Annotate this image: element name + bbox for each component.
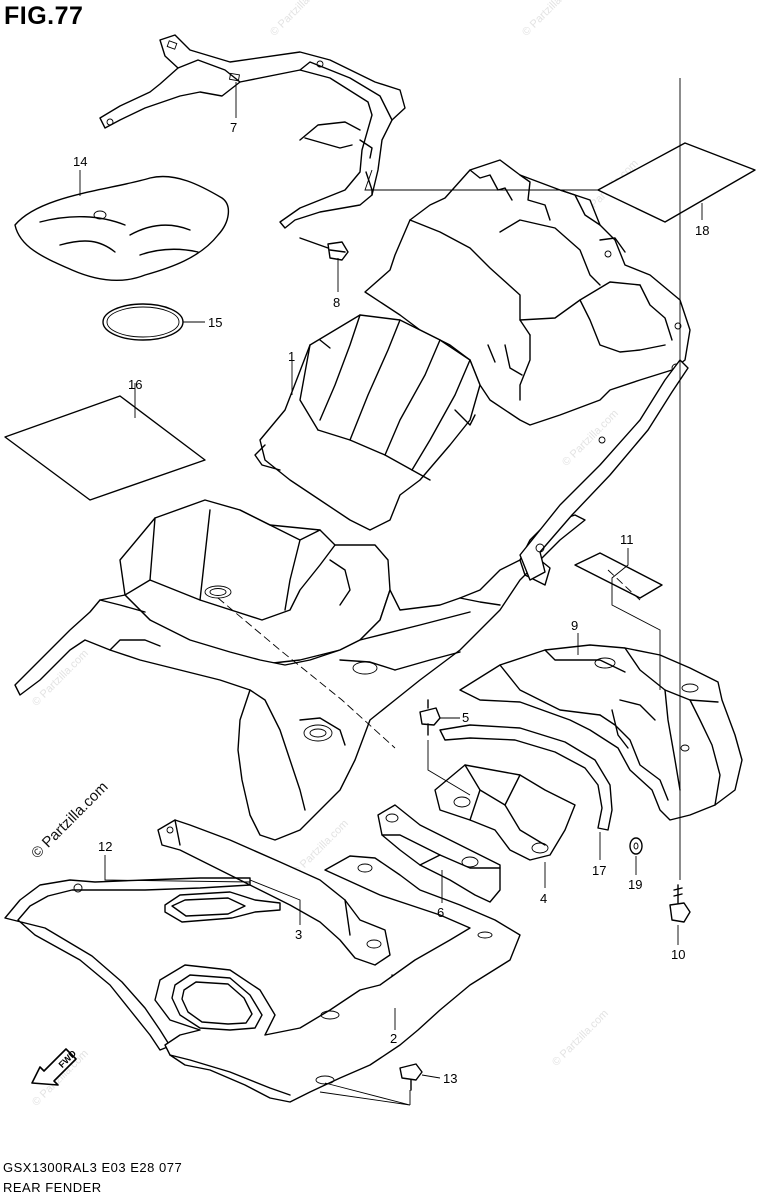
- seat-pad-part-14: [14, 175, 229, 282]
- bolt-part-8: [299, 237, 349, 261]
- fender-side-stay: [519, 359, 689, 581]
- figure-title: FIG.77: [4, 2, 84, 30]
- bracket-part-4: [434, 764, 576, 861]
- callout-18[interactable]: 18: [695, 223, 710, 238]
- screw-part-13: [399, 1063, 423, 1091]
- callout-3[interactable]: 3: [295, 927, 303, 942]
- leader-lines: [79, 78, 703, 1106]
- strip-part-17: [439, 724, 613, 831]
- callout-17[interactable]: 17: [592, 863, 607, 878]
- callout-8[interactable]: 8: [333, 295, 341, 310]
- o-ring-part-15: [102, 303, 184, 341]
- callout-7[interactable]: 7: [230, 120, 238, 135]
- callout-9[interactable]: 9: [571, 618, 579, 633]
- callout-12[interactable]: 12: [98, 839, 113, 854]
- bolt-part-10: [669, 884, 691, 923]
- sheet-part-18: [597, 142, 756, 223]
- pad-part-11: [574, 552, 663, 599]
- callout-16[interactable]: 16: [128, 377, 143, 392]
- rear-fender-part-1: [254, 314, 481, 531]
- sheet-part-16: [4, 395, 206, 501]
- callout-19[interactable]: 19: [628, 877, 643, 892]
- clip-part-5: [419, 699, 441, 736]
- forward-direction-arrow: FWD: [31, 1048, 79, 1086]
- plate-part-3: [157, 819, 391, 966]
- callout-11[interactable]: 11: [620, 532, 634, 547]
- upper-fender-body: [364, 159, 691, 426]
- diagram-caption: REAR FENDER: [3, 1180, 102, 1195]
- callout-13[interactable]: 13: [443, 1071, 458, 1086]
- callout-2[interactable]: 2: [390, 1031, 398, 1046]
- model-code: GSX1300RAL3 E03 E28 077: [3, 1160, 183, 1175]
- assembly-line: [217, 597, 396, 749]
- lower-fender-body: [14, 514, 586, 841]
- rear-sub-fender-part-9: [459, 644, 743, 821]
- callout-15[interactable]: 15: [208, 315, 223, 330]
- grab-rail-part-7: [99, 34, 406, 229]
- assembly-line: [607, 569, 641, 601]
- callout-4[interactable]: 4: [540, 891, 548, 906]
- callout-10[interactable]: 10: [671, 947, 686, 962]
- washer-part-19: [629, 837, 643, 855]
- callout-5[interactable]: 5: [462, 710, 470, 725]
- bracket-part-6: [377, 804, 501, 903]
- callout-14[interactable]: 14: [73, 154, 88, 169]
- undertray-part-13: [154, 855, 521, 1103]
- callout-1[interactable]: 1: [288, 349, 296, 364]
- callout-6[interactable]: 6: [437, 905, 445, 920]
